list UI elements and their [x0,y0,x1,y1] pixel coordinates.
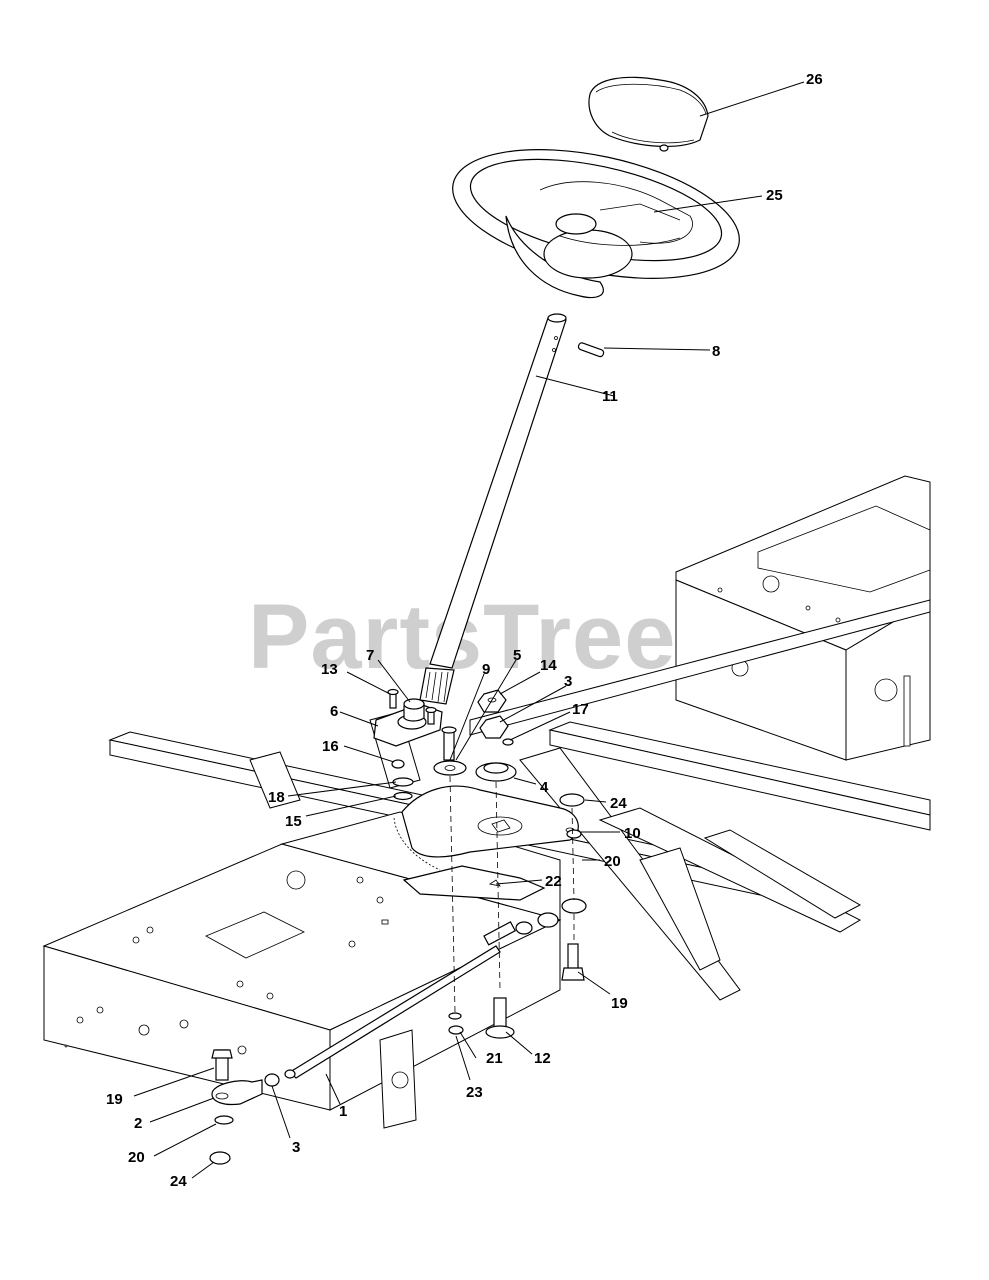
callout-24-lower: 24 [170,1173,187,1190]
callout-13: 13 [321,661,338,678]
callout-14: 14 [540,657,557,674]
callout-22: 22 [545,873,562,890]
callout-3-upper: 3 [564,673,572,690]
callout-12: 12 [534,1050,551,1067]
callout-17: 17 [572,701,589,718]
hex-nuts [477,689,514,746]
callout-15: 15 [285,813,302,830]
callout-2: 2 [134,1115,142,1132]
callout-25: 25 [766,187,783,204]
tie-rod [211,898,587,1106]
pivot-nut [475,762,517,782]
pivot-bolt [433,726,467,776]
callout-26: 26 [806,71,823,88]
callout-24-upper: 24 [610,795,627,812]
callout-1: 1 [339,1103,347,1120]
steering-shaft [419,313,567,705]
steering-cap [588,76,709,152]
right-nuts [559,793,585,839]
assembly-lines [449,775,575,1013]
callout-4: 4 [540,779,549,796]
callout-8: 8 [712,343,720,360]
callout-16: 16 [322,738,339,755]
callout-23: 23 [466,1084,483,1101]
callout-10: 10 [624,825,641,842]
callout-11: 11 [602,388,618,405]
callout-labels: 26 25 8 11 13 7 9 5 14 3 17 6 16 18 15 2… [106,71,823,1190]
left-washers [209,1115,234,1165]
callout-9: 9 [482,661,490,678]
callout-19-left: 19 [106,1091,123,1108]
callout-5: 5 [513,647,521,664]
front-frame-box [42,811,562,1129]
callout-18: 18 [268,789,285,806]
callout-20-upper: 20 [604,853,621,870]
leader-lines [133,81,805,1179]
callout-21: 21 [486,1050,503,1067]
callout-7: 7 [366,647,374,664]
callout-19-right: 19 [611,995,628,1012]
callout-20-lower: 20 [128,1149,145,1166]
callout-6: 6 [330,703,338,720]
callout-3-lower: 3 [292,1139,300,1156]
rear-frame-box [675,475,931,761]
lower-bolt-washers [448,997,515,1039]
roll-pin [577,342,605,358]
steering-wheel [452,149,740,299]
